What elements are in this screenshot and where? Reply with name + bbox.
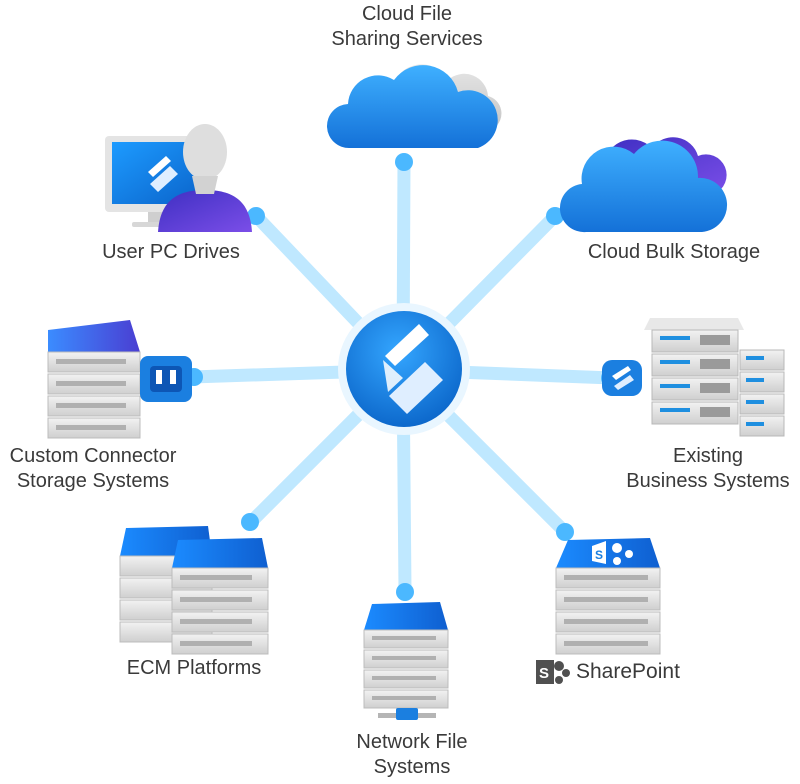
ecm-platforms-icon xyxy=(119,526,269,655)
cloud-bulk-storage-icon xyxy=(559,137,728,233)
label-sharepoint: SharePoint xyxy=(576,660,680,683)
network-server-icon xyxy=(363,602,449,720)
label-custom-connector: Custom Connector Storage Systems xyxy=(0,444,186,494)
custom-connector-icon xyxy=(47,320,192,439)
label-cloud-file-line1: Cloud File xyxy=(361,3,453,25)
label-existing-line1: Existing xyxy=(672,445,744,467)
label-custom-line2: Storage Systems xyxy=(16,470,170,492)
label-cloud-bulk-text: Cloud Bulk Storage xyxy=(587,241,761,263)
label-user-pc-drives: User PC Drives xyxy=(86,240,256,265)
sharepoint-brand: S SharePoint xyxy=(536,657,680,687)
cloud-file-sharing-icon xyxy=(326,64,502,149)
hub-logo-icon xyxy=(338,303,470,435)
svg-text:S: S xyxy=(539,665,549,682)
sharepoint-server-icon: S xyxy=(555,538,661,655)
label-cloud-file-line2: Sharing Services xyxy=(331,28,483,50)
label-ecm-text: ECM Platforms xyxy=(126,657,262,679)
user-pc-icon xyxy=(105,124,252,232)
label-network-file: Network File Systems xyxy=(322,730,502,780)
label-existing-business: Existing Business Systems xyxy=(616,444,800,494)
existing-business-icon xyxy=(602,318,785,437)
label-network-line2: Systems xyxy=(373,756,451,778)
label-user-pc-text: User PC Drives xyxy=(102,241,240,263)
label-custom-line1: Custom Connector xyxy=(9,445,177,467)
label-cloud-file-sharing: Cloud File Sharing Services xyxy=(312,2,502,52)
sharepoint-logo-icon: S xyxy=(536,660,570,684)
label-existing-line2: Business Systems xyxy=(626,470,790,492)
label-ecm-platforms: ECM Platforms xyxy=(106,656,282,681)
label-cloud-bulk-storage: Cloud Bulk Storage xyxy=(572,240,776,265)
label-network-line1: Network File xyxy=(356,731,468,753)
svg-text:S: S xyxy=(595,548,603,562)
